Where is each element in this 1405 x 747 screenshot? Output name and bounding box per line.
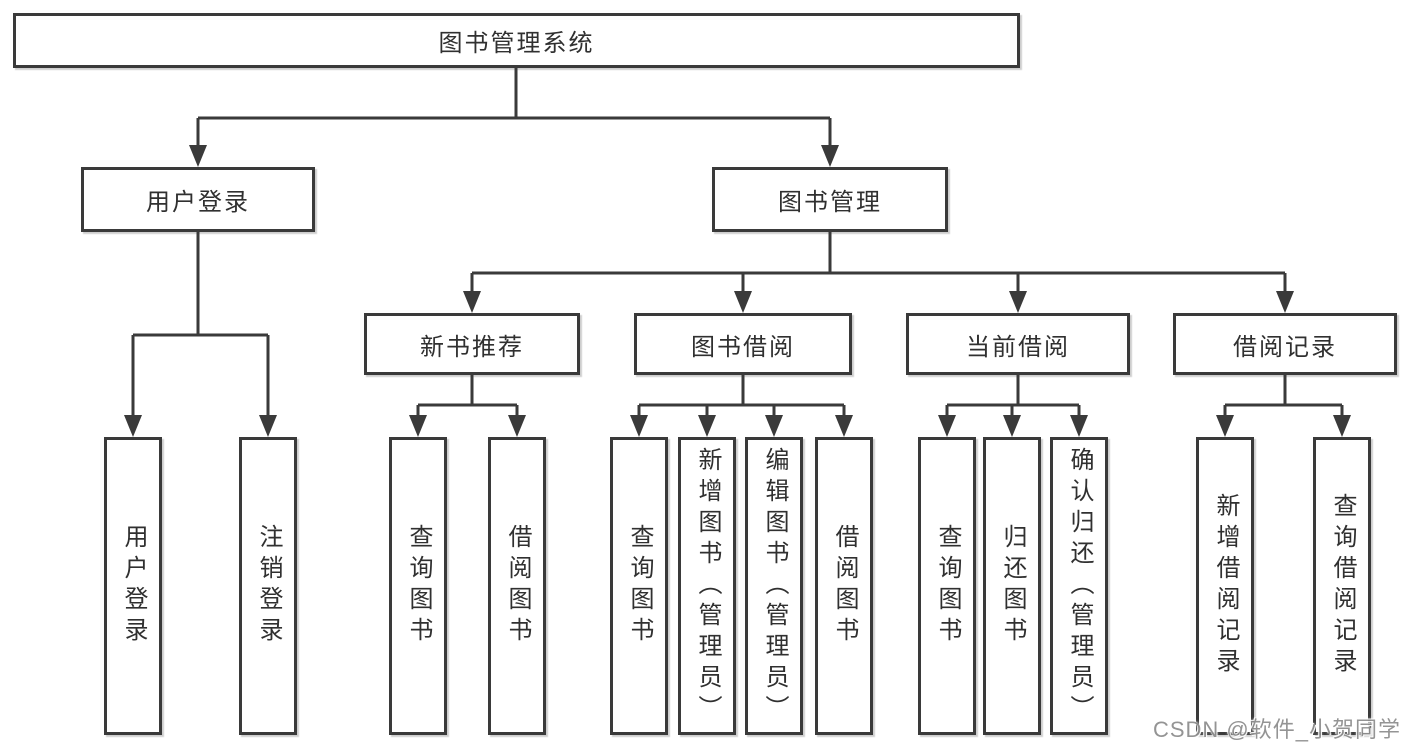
node-current-borrowing-label: 当前借阅 — [966, 333, 1070, 361]
leaf-query-borrow-record: 查询借阅记录 — [1313, 437, 1371, 735]
leaf-borrow-books-label: 借阅图书 — [831, 524, 858, 648]
leaf-return-books: 归还图书 — [983, 437, 1041, 735]
node-borrowing-records: 借阅记录 — [1173, 313, 1397, 375]
leaf-recommend-query-books-label: 查询图书 — [405, 524, 432, 648]
node-user-login-label: 用户登录 — [146, 189, 250, 216]
node-new-book-recommend: 新书推荐 — [364, 313, 580, 375]
leaf-recommend-borrow-books-label: 借阅图书 — [504, 524, 531, 648]
node-borrowing-records-label: 借阅记录 — [1233, 333, 1337, 361]
node-book-borrowing: 图书借阅 — [634, 313, 852, 375]
leaf-edit-books-admin-label: 编辑图书（管理员） — [761, 446, 788, 726]
node-book-borrowing-label: 图书借阅 — [691, 333, 795, 361]
leaf-recommend-query-books: 查询图书 — [389, 437, 447, 735]
leaf-recommend-borrow-books: 借阅图书 — [488, 437, 546, 735]
leaf-edit-books-admin: 编辑图书（管理员） — [745, 437, 803, 735]
leaf-current-query-books-label: 查询图书 — [934, 524, 961, 648]
leaf-query-borrow-record-label: 查询借阅记录 — [1329, 493, 1356, 679]
leaf-confirm-return-admin: 确认归还（管理员） — [1050, 437, 1108, 735]
node-user-login: 用户登录 — [81, 167, 315, 232]
node-book-management: 图书管理 — [712, 167, 948, 232]
node-current-borrowing: 当前借阅 — [906, 313, 1130, 375]
leaf-return-books-label: 归还图书 — [999, 524, 1026, 648]
node-library-system-label: 图书管理系统 — [438, 30, 595, 57]
node-book-management-label: 图书管理 — [778, 189, 882, 216]
leaf-add-borrow-record: 新增借阅记录 — [1196, 437, 1254, 735]
leaf-current-query-books: 查询图书 — [918, 437, 976, 735]
node-new-book-recommend-label: 新书推荐 — [420, 333, 524, 361]
leaf-borrowing-query-books-label: 查询图书 — [626, 524, 653, 648]
leaf-user-login-label: 用户登录 — [120, 524, 147, 648]
leaf-user-login: 用户登录 — [104, 437, 162, 735]
leaf-logout: 注销登录 — [239, 437, 297, 735]
leaf-confirm-return-admin-label: 确认归还（管理员） — [1066, 446, 1093, 726]
leaf-logout-label: 注销登录 — [255, 524, 282, 648]
csdn-watermark: CSDN @软件_小贺同学 — [1152, 717, 1401, 742]
leaf-borrowing-query-books: 查询图书 — [610, 437, 668, 735]
leaf-add-books-admin-label: 新增图书（管理员） — [694, 446, 721, 726]
leaf-borrow-books: 借阅图书 — [815, 437, 873, 735]
leaf-add-books-admin: 新增图书（管理员） — [678, 437, 736, 735]
leaf-add-borrow-record-label: 新增借阅记录 — [1212, 493, 1239, 679]
node-library-system: 图书管理系统 — [13, 13, 1020, 68]
